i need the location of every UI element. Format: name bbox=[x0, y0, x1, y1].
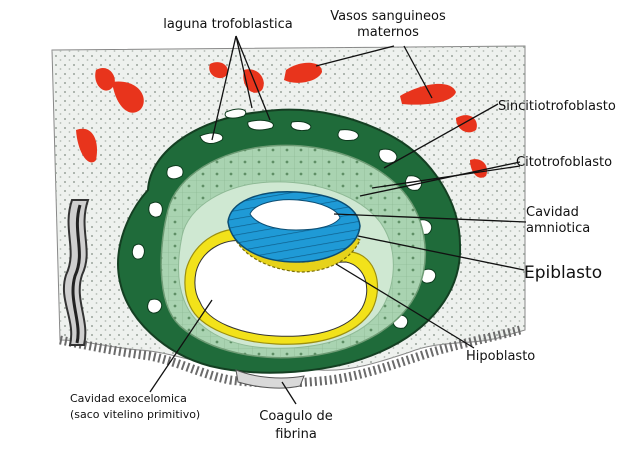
label-amniotic-cavity-1: Cavidad bbox=[526, 205, 579, 220]
label-hypoblast: Hipoblasto bbox=[466, 349, 535, 364]
label-trophoblastic-lacuna: laguna trofoblastica bbox=[163, 17, 292, 32]
label-amniotic-cavity-2: amniotica bbox=[526, 221, 590, 236]
label-exocoelomic-cavity-2: (saco vitelino primitivo) bbox=[70, 408, 200, 421]
gland-lumen bbox=[71, 204, 82, 344]
label-maternal-vessels-2: maternos bbox=[357, 25, 419, 40]
label-cytotrophoblast: Citotrofoblasto bbox=[516, 155, 612, 170]
label-exocoelomic-cavity-1: Cavidad exocelomica bbox=[70, 392, 187, 405]
fibrin-coagulum bbox=[235, 369, 305, 389]
uterine-epithelium bbox=[59, 325, 522, 388]
label-fibrin-coagulum-1: Coagulo de bbox=[259, 409, 332, 424]
label-fibrin-coagulum-2: fibrina bbox=[275, 427, 317, 442]
label-epiblast: Epiblasto bbox=[524, 263, 602, 283]
leader-lines bbox=[149, 35, 527, 405]
label-syncytiotrophoblast: Sincitiotrofoblasto bbox=[498, 99, 616, 114]
amniotic-cavity bbox=[249, 199, 341, 231]
label-maternal-vessels-1: Vasos sanguineos bbox=[330, 9, 446, 24]
